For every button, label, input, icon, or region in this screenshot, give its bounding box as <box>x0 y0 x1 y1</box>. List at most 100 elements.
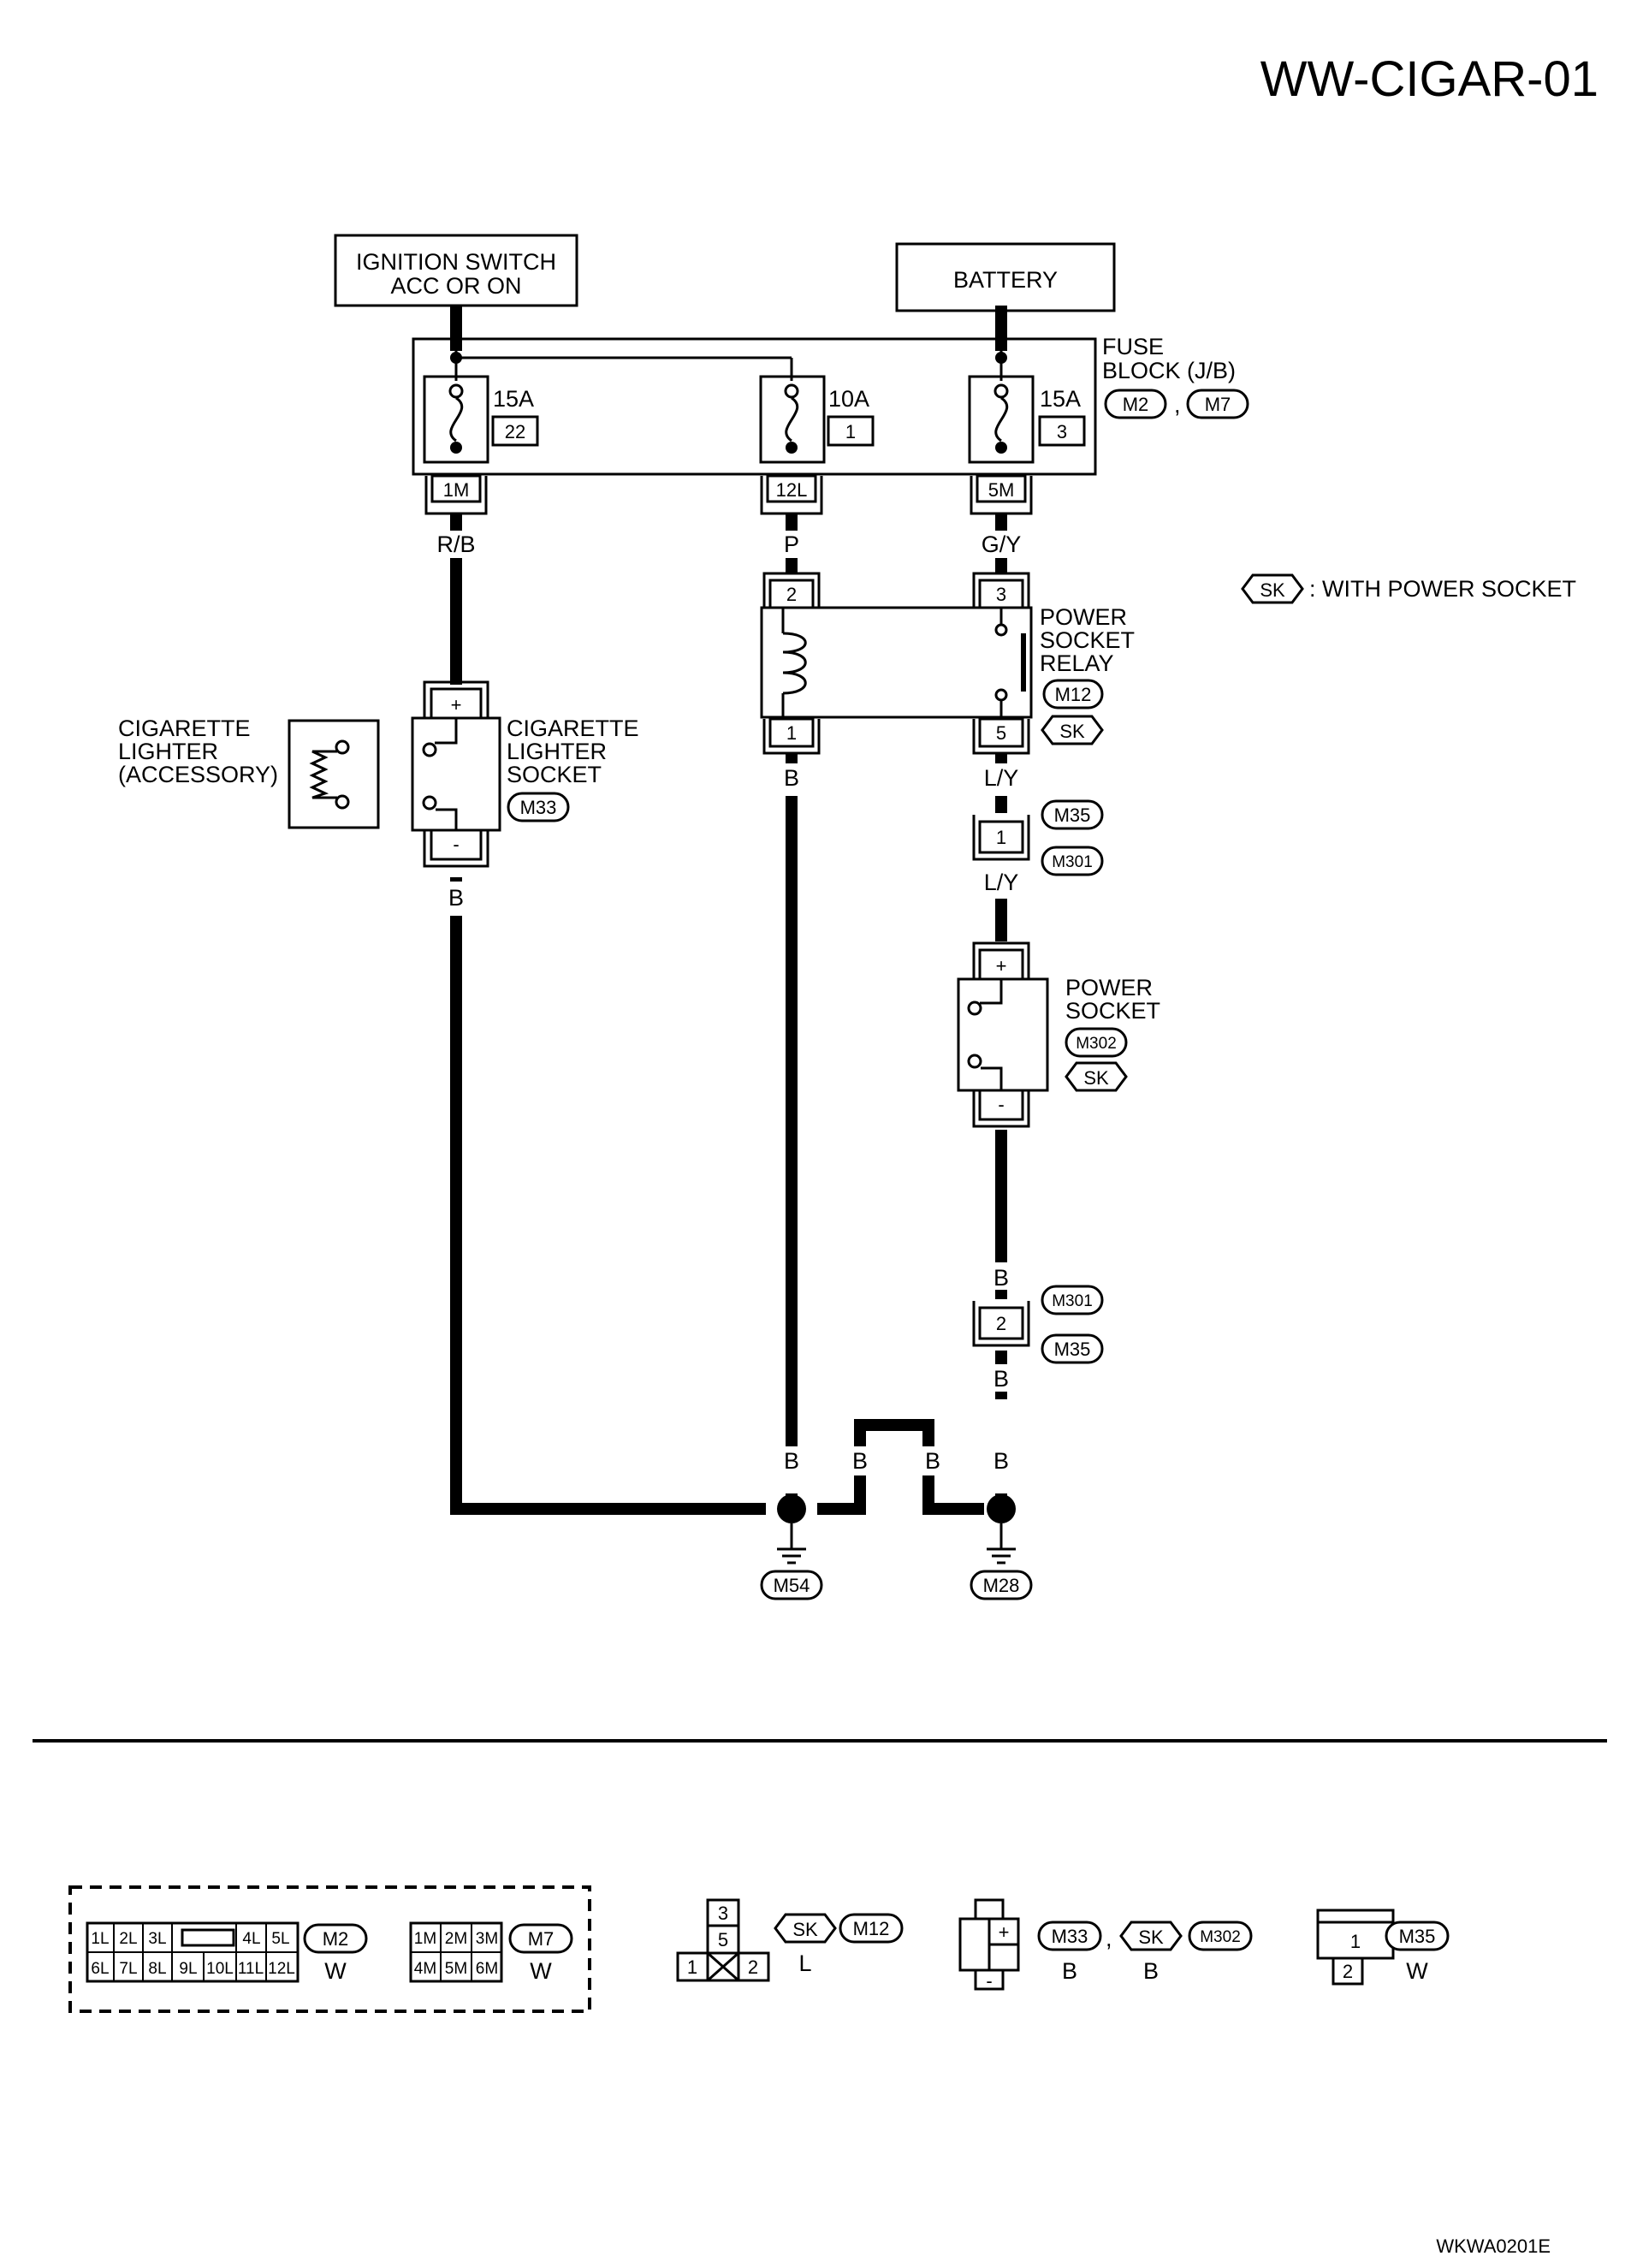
relay-terminal-5: 5 <box>996 722 1006 744</box>
lighter-socket-label-1: CIGARETTE <box>507 715 639 741</box>
m33-plus: + <box>999 1921 1010 1943</box>
lighter-socket-label-3: SOCKET <box>507 762 602 787</box>
legend-tag: SK <box>1260 579 1285 601</box>
terminal-12l: 12L <box>776 479 808 501</box>
pin-2l: 2L <box>119 1930 137 1948</box>
ground-m54: M54 <box>760 1494 823 1600</box>
connector-view-m33-tag: SK <box>1138 1927 1164 1948</box>
cigarette-lighter-label-3: (ACCESSORY) <box>118 762 278 787</box>
connector-view-m2-label: M2 <box>323 1928 349 1950</box>
battery-box: BATTERY <box>895 242 1116 312</box>
joint-bottom-connector-m301: M301 <box>1052 1292 1093 1310</box>
pin-10l: 10L <box>206 1960 234 1978</box>
power-socket-connector-m302: M302 <box>1076 1035 1117 1053</box>
pin-7l: 7L <box>119 1960 137 1978</box>
power-socket-label-2: SOCKET <box>1065 998 1160 1024</box>
connector-view-m7-color: W <box>530 1958 552 1984</box>
ignition-switch-label-1: IGNITION SWITCH <box>356 249 556 275</box>
fuse-block-label-2: BLOCK (J/B) <box>1102 358 1236 383</box>
battery-label: BATTERY <box>953 267 1058 293</box>
m12-pin-5: 5 <box>718 1929 728 1950</box>
m12-pin-3: 3 <box>718 1903 728 1924</box>
pin-3m: 3M <box>476 1930 498 1948</box>
cigarette-lighter-label-2: LIGHTER <box>118 739 218 764</box>
pin-11l: 11L <box>238 1960 264 1978</box>
fuse-22: 15A 22 <box>423 375 539 464</box>
fuse-1-amps: 10A <box>828 386 869 412</box>
connector-view-m2: 1L 2L 3L 4L 5L 6L 7L 8L 9L 10L 11L 12L M… <box>86 1921 368 1984</box>
relay-label-2: SOCKET <box>1040 627 1135 653</box>
connector-view-m33-color: B <box>1062 1958 1077 1984</box>
connector-view-m33-label: M33 <box>1052 1926 1088 1947</box>
power-socket-plus: + <box>996 955 1007 977</box>
connector-view-m33: + - M33 , SK M302 B B <box>958 1898 1253 1992</box>
m12-pin-1: 1 <box>687 1956 697 1978</box>
m33-minus: - <box>986 1970 992 1992</box>
pin-5m: 5M <box>445 1960 467 1978</box>
cigarette-lighter-label-1: CIGARETTE <box>118 715 251 741</box>
sk-legend: SK : WITH POWER SOCKET <box>1241 573 1576 604</box>
fuse-1: 10A 1 <box>759 375 875 464</box>
cigarette-lighter-socket: + - CIGARETTE LIGHTER SOCKET M33 <box>411 680 639 868</box>
fuse-block-connector-m7: M7 <box>1205 394 1231 415</box>
pin-12l: 12L <box>268 1960 295 1978</box>
wire-joint-ground: B <box>993 1366 1009 1392</box>
pin-1m: 1M <box>414 1930 436 1948</box>
pin-3l: 3L <box>148 1930 166 1948</box>
wire-relay-ground: B <box>784 765 799 791</box>
joint-connector-bottom: 2 M301 M35 <box>972 1285 1104 1364</box>
relay-terminal-1: 1 <box>786 722 797 744</box>
joint-top-connector-m301: M301 <box>1052 853 1093 871</box>
joint-top-terminal: 1 <box>996 827 1006 848</box>
relay-terminal-3: 3 <box>996 584 1006 605</box>
wires <box>450 306 1007 1515</box>
connector-view-m302-label: M302 <box>1200 1928 1241 1946</box>
m12-pin-2: 2 <box>748 1956 758 1978</box>
ignition-switch-box: IGNITION SWITCH ACC OR ON <box>334 234 578 307</box>
ground-m28: M28 <box>970 1494 1033 1600</box>
m35-pin-2: 2 <box>1343 1961 1353 1982</box>
lighter-socket-plus: + <box>451 694 462 715</box>
wire-relay-out: L/Y <box>984 765 1019 791</box>
pin-1l: 1L <box>91 1930 109 1948</box>
ground-m28-label: M28 <box>983 1575 1020 1596</box>
relay-label-1: POWER <box>1040 604 1127 630</box>
fuse-3-amps: 15A <box>1040 386 1081 412</box>
fuse-block-label-1: FUSE <box>1102 334 1164 359</box>
pin-6m: 6M <box>476 1960 498 1978</box>
pin-2m: 2M <box>445 1930 467 1948</box>
wire-g4: B <box>993 1448 1009 1474</box>
fuse-3-number: 3 <box>1057 421 1067 442</box>
terminal-1m: 1M <box>443 479 470 501</box>
wire-gy: G/Y <box>982 531 1022 557</box>
legend-text: : WITH POWER SOCKET <box>1309 576 1576 602</box>
fuse-block: 15A 22 10A 1 15A 3 FUSE BLOCK (J/B) M2 <box>412 334 1249 476</box>
relay-connector-m12: M12 <box>1055 684 1092 705</box>
fuse-22-number: 22 <box>505 421 525 442</box>
connector-view-m12-label: M12 <box>853 1918 890 1939</box>
power-socket-label-1: POWER <box>1065 975 1153 1000</box>
wire-joint-out: L/Y <box>984 870 1019 895</box>
lighter-socket-connector-m33: M33 <box>520 797 557 818</box>
cigarette-lighter-accessory: CIGARETTE LIGHTER (ACCESSORY) <box>118 715 380 829</box>
connector-view-m35-label: M35 <box>1399 1926 1436 1947</box>
wire-rb: R/B <box>436 531 475 557</box>
joint-bottom-connector-m35: M35 <box>1054 1339 1091 1360</box>
pin-5l: 5L <box>271 1930 289 1948</box>
m35-pin-1: 1 <box>1350 1931 1361 1952</box>
wire-g2: B <box>852 1448 868 1474</box>
fuse-block-connector-sep: , <box>1174 392 1181 418</box>
ignition-switch-label-2: ACC OR ON <box>390 273 521 299</box>
wire-lighter-ground: B <box>448 885 464 911</box>
fuse-block-connector-m2: M2 <box>1123 394 1149 415</box>
connector-view-m302-color: B <box>1143 1958 1159 1984</box>
power-socket-tag-sk: SK <box>1083 1067 1109 1089</box>
fuse-block-terminals: 1M 12L 5M <box>424 474 1033 515</box>
fuse-3: 15A 3 <box>968 375 1086 464</box>
pin-4l: 4L <box>242 1930 260 1948</box>
connector-view-m2-color: W <box>324 1958 347 1984</box>
ground-m54-label: M54 <box>774 1575 810 1596</box>
wire-g1: B <box>784 1448 799 1474</box>
wire-p: P <box>784 531 799 557</box>
pin-8l: 8L <box>148 1960 166 1978</box>
